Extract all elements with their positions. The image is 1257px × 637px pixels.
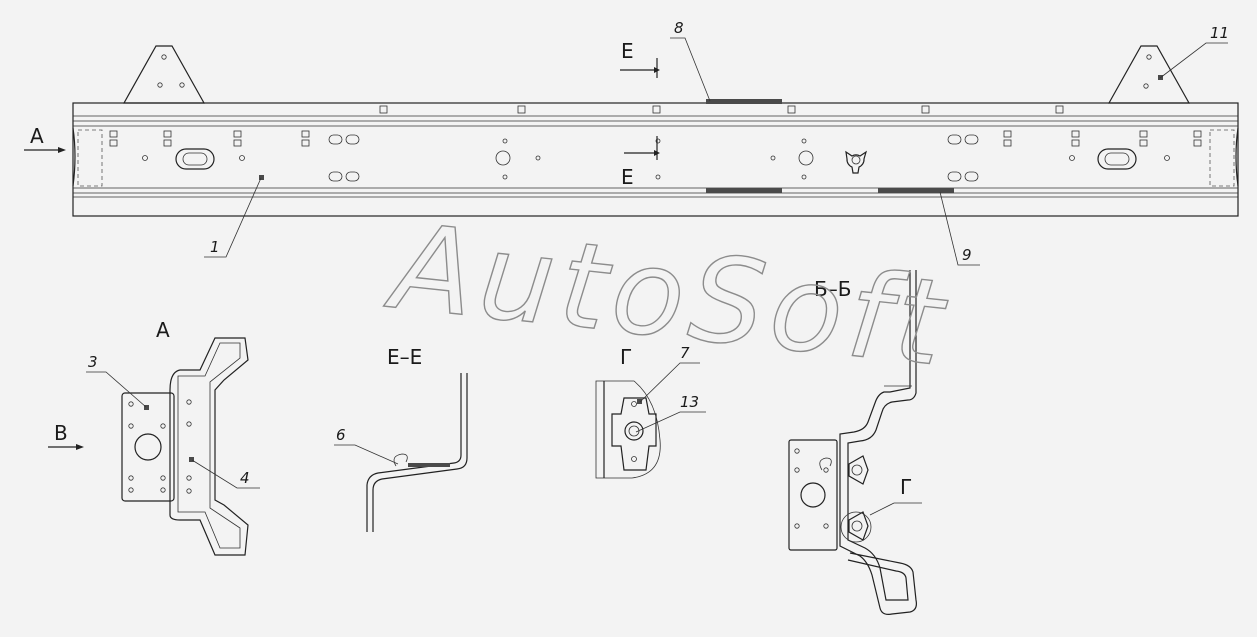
view-a: A <box>121 318 249 556</box>
svg-text:8: 8 <box>674 19 684 37</box>
svg-text:4: 4 <box>240 469 250 487</box>
main-beam <box>72 102 1239 217</box>
top-bracket-right <box>1107 45 1191 104</box>
callout-4: 4 <box>191 459 260 489</box>
section-bb: Б–Б <box>788 270 917 615</box>
flange-tabs <box>109 105 1202 147</box>
callout-8: 8 <box>670 19 711 102</box>
callout-3: 3 <box>86 353 147 408</box>
svg-text:7: 7 <box>680 344 690 362</box>
detail-g-ref-label: Г <box>900 475 912 499</box>
callout-11: 11 <box>1159 24 1229 79</box>
section-ee-title: E–E <box>387 345 422 369</box>
callout-13: 13 <box>635 393 706 433</box>
svg-text:9: 9 <box>962 246 972 264</box>
view-a-title: A <box>156 318 170 342</box>
callout-6: 6 <box>334 426 399 465</box>
section-e-top-label: E <box>621 39 634 63</box>
view-arrow-a-label: A <box>30 124 44 148</box>
callout-1: 1 <box>204 175 264 258</box>
hatched-strips <box>706 99 954 193</box>
beam-web-features <box>142 134 1170 182</box>
detail-g-title: Г <box>620 345 632 369</box>
view-arrow-b: B <box>48 421 84 450</box>
watermark-text: AutoSoft <box>380 197 955 393</box>
section-ee: E–E <box>366 345 468 532</box>
watermark: AutoSoft <box>379 196 956 394</box>
svg-text:13: 13 <box>680 393 699 411</box>
view-arrow-b-label: B <box>54 421 68 445</box>
svg-text:3: 3 <box>88 353 98 371</box>
svg-text:6: 6 <box>336 426 346 444</box>
section-e-bottom-label: E <box>621 165 634 189</box>
svg-text:1: 1 <box>210 238 220 256</box>
callout-9: 9 <box>939 191 980 266</box>
detail-g-reference: Г <box>869 475 922 516</box>
view-arrow-a: A <box>24 124 66 153</box>
top-bracket-left <box>122 45 206 104</box>
detail-g: Г <box>595 345 661 479</box>
section-bb-title: Б–Б <box>814 277 851 301</box>
callout-7: 7 <box>639 344 700 403</box>
section-e-markers: E E <box>620 39 660 189</box>
svg-text:11: 11 <box>1210 24 1229 42</box>
